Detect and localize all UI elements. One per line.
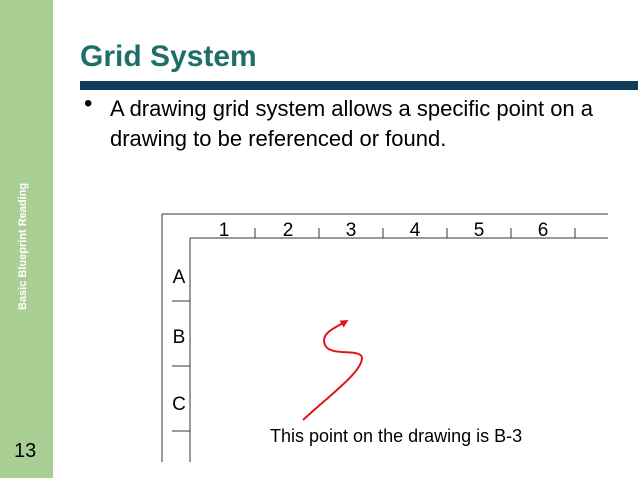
column-label: 2 [283, 220, 294, 241]
row-label: A [173, 267, 186, 288]
bullet-marker: • [84, 90, 93, 117]
title-underline-bar [80, 81, 638, 90]
column-label: 1 [219, 220, 230, 241]
pointer-arrow [302, 319, 364, 421]
column-label: 4 [410, 220, 421, 241]
row-label: B [173, 327, 186, 348]
caption: This point on the drawing is B-3 [270, 426, 523, 446]
sidebar [0, 0, 53, 478]
bullet-text: A drawing grid system allows a specific … [110, 96, 594, 151]
slide-number: 13 [14, 440, 37, 462]
slide-title: Grid System [80, 40, 257, 73]
column-label: 5 [474, 220, 485, 241]
column-label: 3 [346, 220, 357, 241]
row-label: C [172, 394, 186, 415]
column-label: 6 [538, 220, 549, 241]
